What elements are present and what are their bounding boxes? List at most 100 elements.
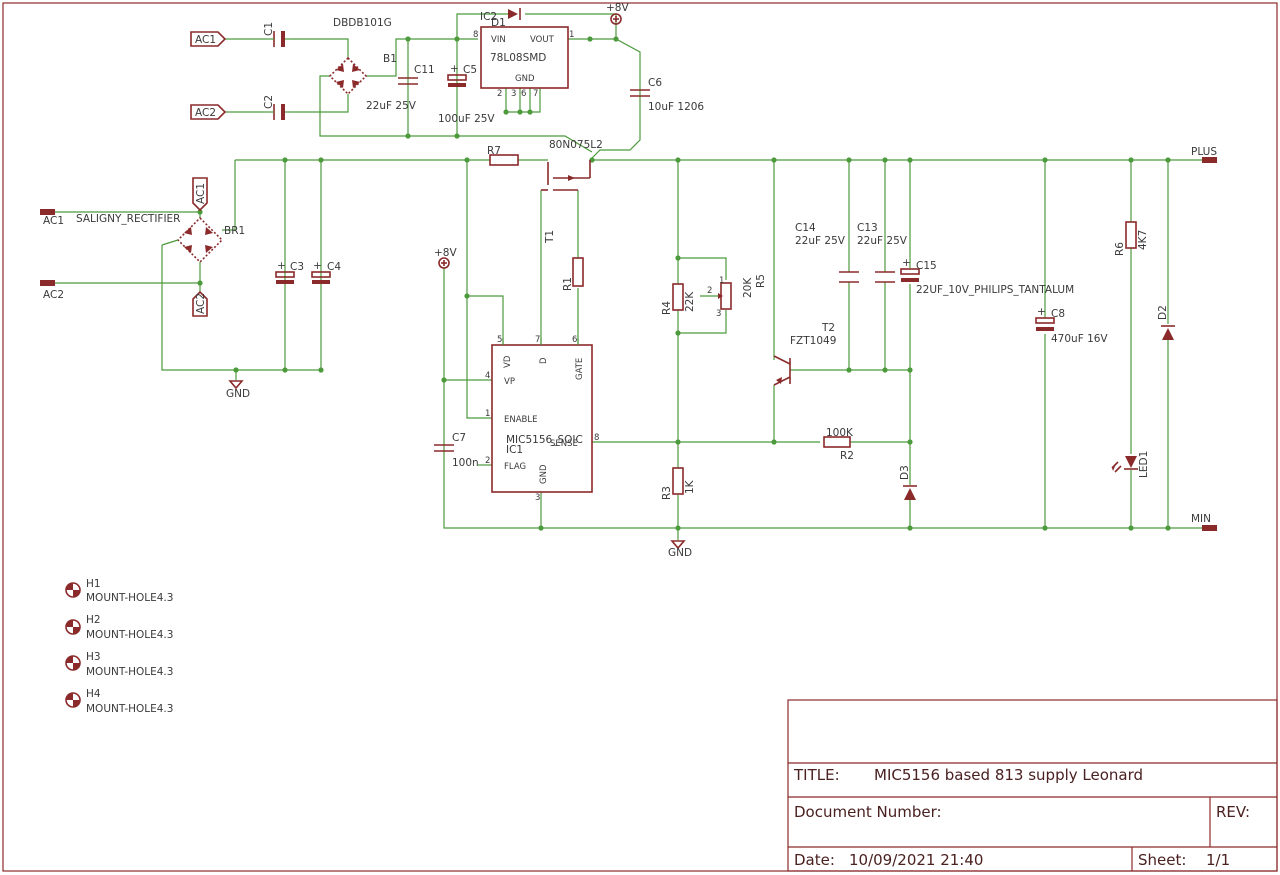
svg-text:MOUNT-HOLE4.3: MOUNT-HOLE4.3 xyxy=(86,703,173,715)
diode-d1: IC2 D1 xyxy=(480,8,521,29)
svg-text:R3: R3 xyxy=(661,486,673,500)
svg-text:3: 3 xyxy=(716,309,721,319)
svg-text:1: 1 xyxy=(485,409,490,419)
svg-text:R7: R7 xyxy=(487,145,501,157)
regulator-78l08: VIN VOUT GND 78L08SMD 8 1 2 3 6 7 xyxy=(473,26,574,99)
svg-text:MIC5156_SOIC: MIC5156_SOIC xyxy=(506,434,583,446)
title-value: MIC5156 based 813 supply Leonard xyxy=(874,766,1143,784)
capacitor-c3: + C3 xyxy=(275,260,304,284)
ac2-flag-vertical: AC2 xyxy=(192,290,208,317)
ic-mic5156: VD D GATE VP ENABLE SENSE FLAG GND MIC51… xyxy=(485,335,599,503)
svg-text:H2: H2 xyxy=(86,614,101,626)
mosfet-t1: T1 xyxy=(541,160,591,244)
svg-text:470uF 16V: 470uF 16V xyxy=(1051,333,1108,345)
svg-text:VP: VP xyxy=(504,377,515,387)
svg-text:1: 1 xyxy=(569,30,574,40)
svg-text:PLUS: PLUS xyxy=(1191,146,1217,158)
svg-text:AC1: AC1 xyxy=(43,215,64,227)
svg-text:2: 2 xyxy=(707,286,712,296)
svg-text:GND: GND xyxy=(226,388,250,400)
svg-text:VIN: VIN xyxy=(491,35,506,45)
svg-text:AC2: AC2 xyxy=(195,293,207,314)
svg-text:+8V: +8V xyxy=(606,2,629,14)
svg-text:AC2: AC2 xyxy=(43,289,64,301)
date-label: Date: xyxy=(794,851,835,869)
svg-text:AC2: AC2 xyxy=(195,107,216,119)
svg-text:BR1: BR1 xyxy=(224,225,245,237)
gnd-symbol-mid: GND xyxy=(668,540,692,559)
capacitor-c2: C2 xyxy=(263,95,290,120)
svg-text:D1: D1 xyxy=(491,17,506,29)
svg-text:H3: H3 xyxy=(86,651,101,663)
title-label: TITLE: xyxy=(793,766,840,784)
bridge-rectifier-br1: SALIGNY_RECTIFIER BR1 xyxy=(76,213,245,270)
svg-text:4K7: 4K7 xyxy=(1137,230,1149,250)
sheet-label: Sheet: xyxy=(1138,851,1186,869)
svg-text:C11: C11 xyxy=(414,64,435,76)
svg-text:C13: C13 xyxy=(857,222,878,234)
svg-text:GND: GND xyxy=(539,464,549,484)
svg-text:22UF_10V_PHILIPS_TANTALUM: 22UF_10V_PHILIPS_TANTALUM xyxy=(916,284,1074,296)
title-block: TITLE: MIC5156 based 813 supply Leonard … xyxy=(787,699,1278,872)
svg-text:22K: 22K xyxy=(684,291,696,312)
diode-d3: D3 xyxy=(899,465,917,500)
svg-text:C7: C7 xyxy=(452,432,466,444)
svg-text:2: 2 xyxy=(485,456,490,466)
svg-text:2: 2 xyxy=(497,89,502,99)
svg-text:LED1: LED1 xyxy=(1138,451,1150,478)
svg-text:C15: C15 xyxy=(916,260,937,272)
svg-text:1K: 1K xyxy=(684,479,696,494)
svg-text:D: D xyxy=(539,357,549,364)
plus-pad: PLUS xyxy=(1191,146,1217,163)
svg-text:B1: B1 xyxy=(383,53,397,65)
svg-text:C6: C6 xyxy=(648,77,662,89)
svg-text:C14: C14 xyxy=(795,222,816,234)
svg-text:+: + xyxy=(313,260,322,272)
min-pad: MIN xyxy=(1191,513,1217,531)
bridge-rectifier-b1: DBDB101G B1 xyxy=(328,17,397,96)
diode-d2: D2 xyxy=(1157,305,1175,340)
svg-text:R4: R4 xyxy=(661,301,673,315)
svg-text:MOUNT-HOLE4.3: MOUNT-HOLE4.3 xyxy=(86,629,173,641)
mount-hole-h4: H4 MOUNT-HOLE4.3 xyxy=(65,688,173,715)
svg-text:C4: C4 xyxy=(327,261,341,273)
transistor-t2: T2 FZT1049 xyxy=(773,322,836,386)
resistor-r6: R6 4K7 xyxy=(1114,221,1149,256)
svg-text:FZT1049: FZT1049 xyxy=(790,335,836,347)
mount-hole-h3: H3 MOUNT-HOLE4.3 xyxy=(65,651,173,678)
wires xyxy=(55,13,1210,540)
date-value: 10/09/2021 21:40 xyxy=(849,851,983,869)
svg-text:+: + xyxy=(450,63,459,75)
svg-text:8: 8 xyxy=(594,433,599,443)
svg-text:10uF 1206: 10uF 1206 xyxy=(648,101,704,113)
svg-text:22uF 25V: 22uF 25V xyxy=(857,235,908,247)
ac1-pad: AC1 xyxy=(40,209,64,227)
mount-hole-h1: H1 MOUNT-HOLE4.3 xyxy=(65,578,173,604)
capacitor-c14: C14 22uF 25V xyxy=(795,222,859,283)
mount-hole-h2: H2 MOUNT-HOLE4.3 xyxy=(65,614,173,641)
svg-text:6: 6 xyxy=(521,89,526,99)
svg-text:R6: R6 xyxy=(1114,242,1126,256)
capacitor-c5: + C5 100uF 25V xyxy=(438,63,495,125)
svg-text:3: 3 xyxy=(535,493,540,503)
svg-text:ENABLE: ENABLE xyxy=(504,415,537,425)
svg-text:4: 4 xyxy=(485,371,490,381)
svg-text:20K: 20K xyxy=(742,277,754,298)
led-led1: LED1 xyxy=(1111,451,1150,478)
svg-text:100uF 25V: 100uF 25V xyxy=(438,113,495,125)
supply-8v-top: +8V xyxy=(606,2,629,25)
resistor-r4: R4 22K xyxy=(661,283,696,315)
svg-text:GND: GND xyxy=(515,74,535,84)
svg-text:5: 5 xyxy=(497,335,502,345)
svg-text:DBDB101G: DBDB101G xyxy=(333,17,392,29)
svg-text:R1: R1 xyxy=(562,277,574,291)
svg-text:GATE: GATE xyxy=(575,358,585,380)
svg-text:22uF 25V: 22uF 25V xyxy=(795,235,846,247)
svg-text:D3: D3 xyxy=(899,465,911,480)
svg-text:R2: R2 xyxy=(840,450,854,462)
svg-text:C1: C1 xyxy=(263,22,275,36)
svg-text:SENSE: SENSE xyxy=(550,439,578,449)
svg-text:MIN: MIN xyxy=(1191,513,1211,525)
svg-text:D2: D2 xyxy=(1157,305,1169,320)
